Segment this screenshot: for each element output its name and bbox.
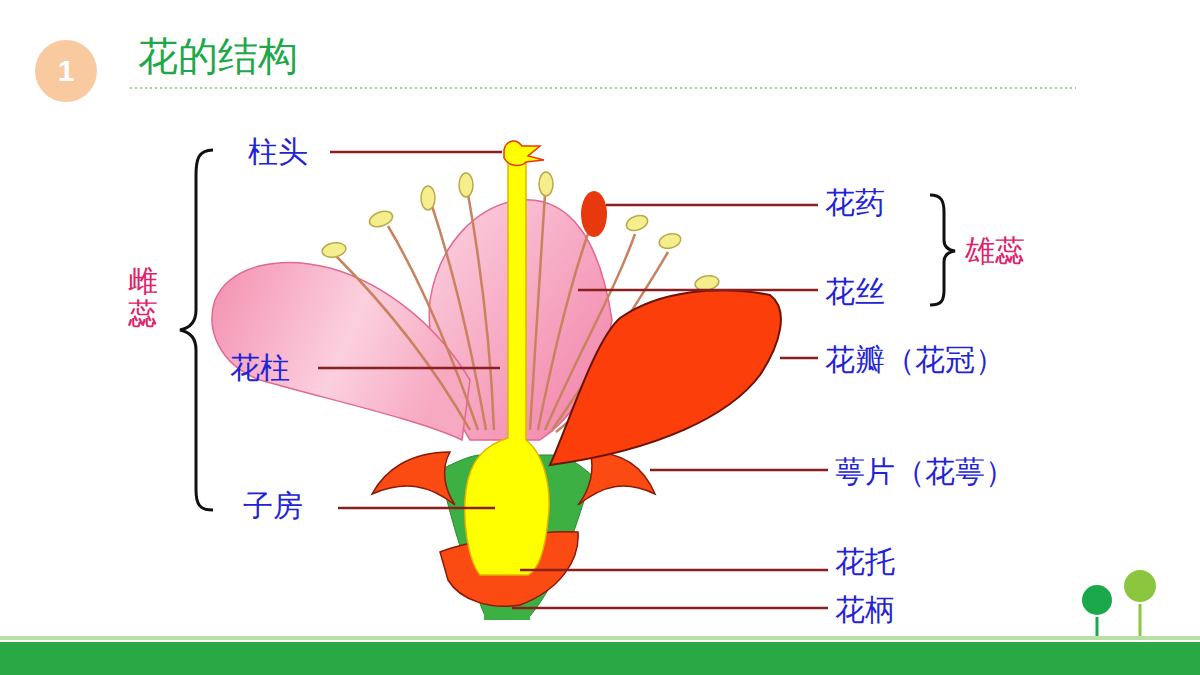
section-badge: 1 bbox=[35, 40, 97, 102]
tree-icons bbox=[1081, 569, 1157, 636]
part-label: 雄蕊 bbox=[965, 233, 1025, 269]
part-label: 花丝 bbox=[825, 274, 885, 310]
part-label: 萼片（花萼） bbox=[835, 454, 1015, 490]
part-label: 花柱 bbox=[230, 350, 290, 386]
part-label: 花托 bbox=[835, 544, 895, 580]
slide-title: 花的结构 bbox=[138, 32, 298, 80]
part-label: 花瓣（花冠） bbox=[825, 342, 1005, 378]
part-label: 子房 bbox=[243, 488, 303, 524]
footer-bar bbox=[0, 642, 1200, 675]
flower-drawing bbox=[212, 141, 781, 620]
part-label: 花药 bbox=[825, 185, 885, 221]
header-rule bbox=[130, 87, 1076, 89]
footer-line bbox=[0, 636, 1200, 640]
badge-number: 1 bbox=[58, 54, 75, 88]
part-label: 柱头 bbox=[248, 134, 308, 170]
part-label: 雌蕊 bbox=[128, 264, 158, 330]
stamen-bracket bbox=[930, 195, 955, 305]
leader-lines bbox=[318, 152, 828, 608]
pistil-bracket bbox=[180, 150, 213, 510]
part-label: 花柄 bbox=[835, 592, 895, 628]
